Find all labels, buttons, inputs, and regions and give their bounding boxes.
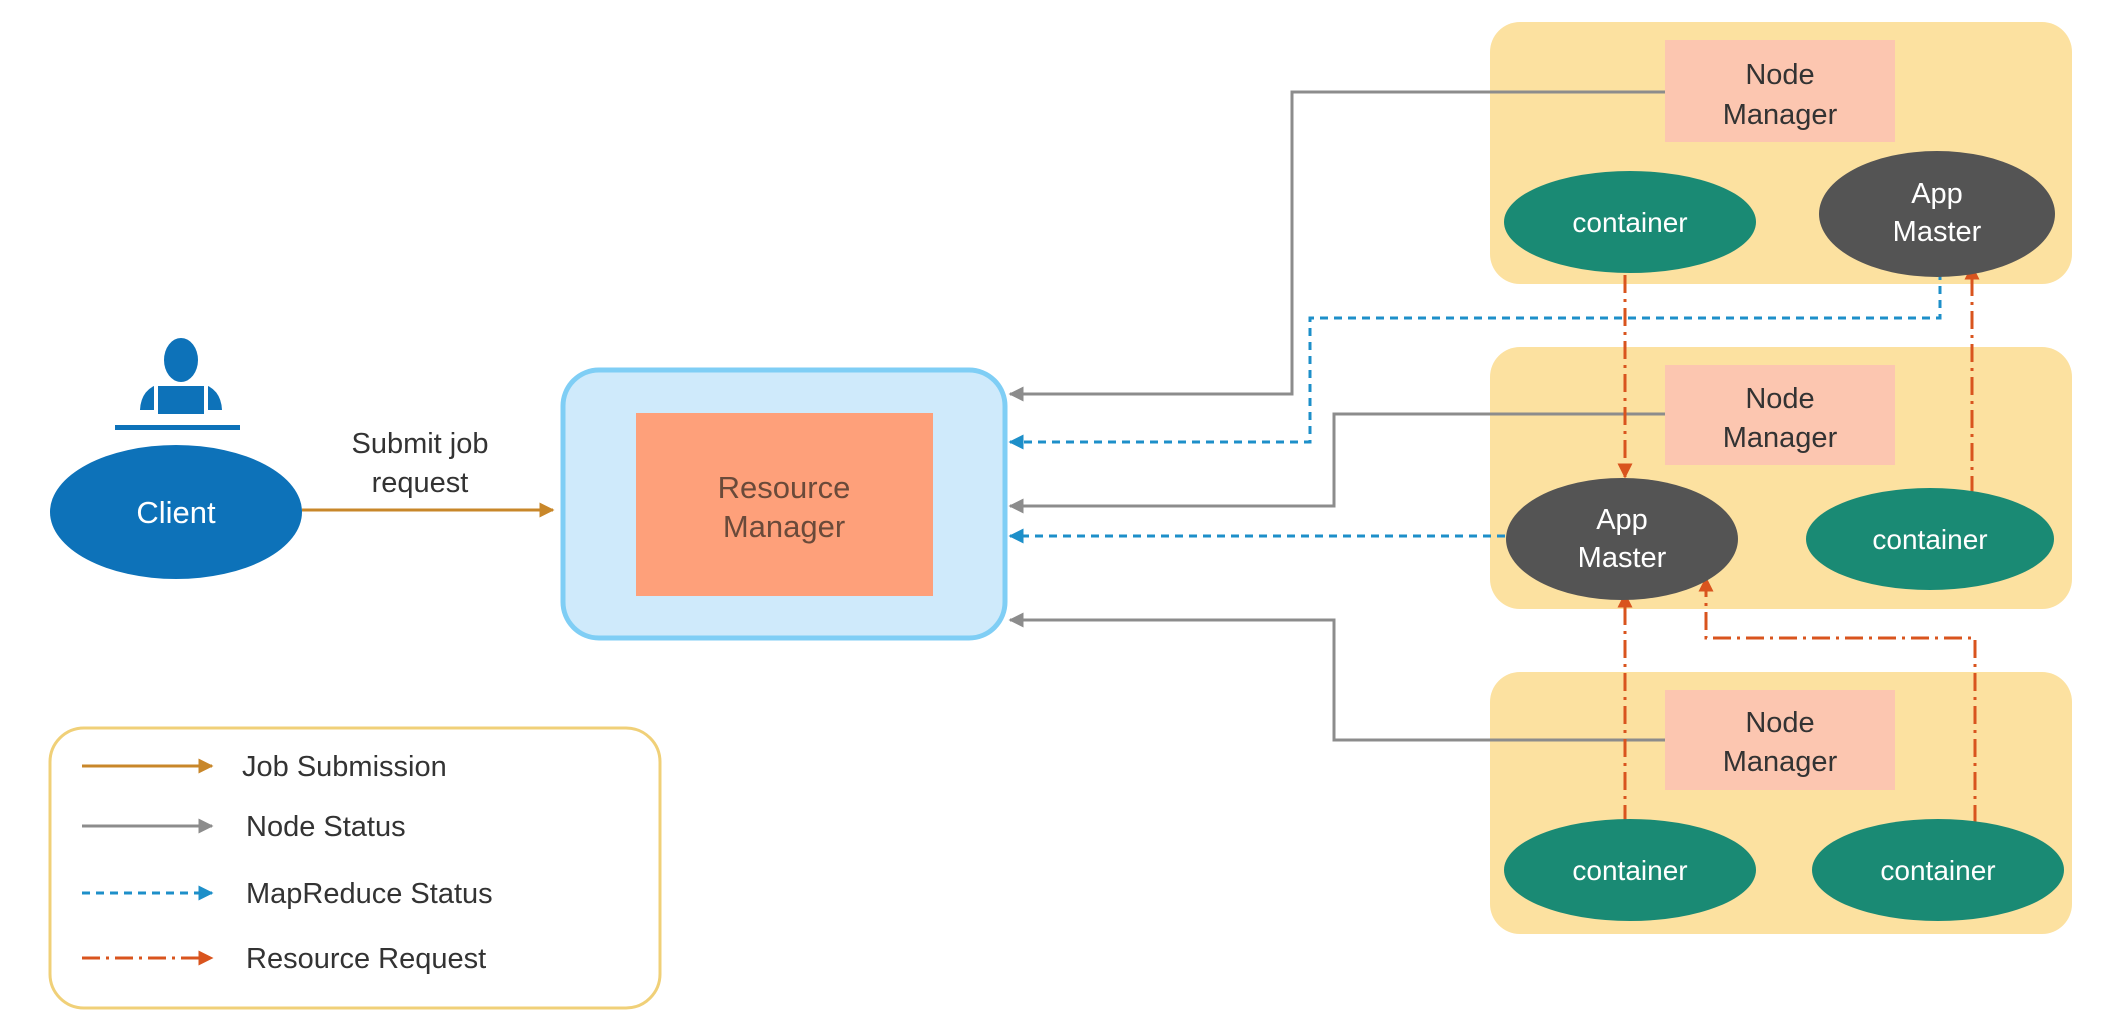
- container-node: [1812, 819, 2064, 921]
- app-master-node: [1819, 151, 2055, 277]
- container-node: [1806, 488, 2054, 590]
- app-master-label: Master: [1893, 216, 1982, 248]
- node-manager-label: Manager: [1723, 422, 1838, 454]
- legend-label-resource-request: Resource Request: [246, 943, 486, 975]
- app-master-node: [1506, 478, 1738, 600]
- submit-job-label: request: [372, 467, 469, 499]
- node-manager-label: Node: [1745, 707, 1814, 739]
- user-icon: [115, 338, 240, 430]
- container-label: container: [1572, 855, 1687, 886]
- app-master-label: Master: [1578, 542, 1667, 574]
- client-node: [50, 445, 302, 579]
- mapreduce-status-line-1: [1008, 272, 1942, 450]
- container-label: container: [1880, 855, 1995, 886]
- node-status-line-3: [1008, 612, 1665, 742]
- legend-label-node-status: Node Status: [246, 811, 406, 843]
- node-manager-box: [1665, 40, 1895, 142]
- node-status-line-1: [1008, 90, 1665, 402]
- resource-request-line-4: [1698, 576, 1977, 823]
- node-manager-label: Manager: [1723, 99, 1838, 131]
- container-label: container: [1872, 524, 1987, 555]
- legend-label-job-submission: Job Submission: [242, 751, 447, 783]
- resource-manager-label: Manager: [723, 509, 845, 544]
- resource-manager-box: [636, 413, 933, 596]
- container-label: container: [1572, 207, 1687, 238]
- node-manager-label: Manager: [1723, 746, 1838, 778]
- node-status-line-2: [1008, 412, 1665, 514]
- container-node: [1504, 171, 1756, 273]
- node-manager-label: Node: [1745, 383, 1814, 415]
- container-node: [1504, 819, 1756, 921]
- app-master-label: App: [1596, 504, 1648, 536]
- node-manager-box: [1665, 365, 1895, 465]
- resource-manager-label: Resource: [718, 470, 851, 505]
- app-master-label: App: [1911, 178, 1963, 210]
- node-manager-box: [1665, 690, 1895, 790]
- node-manager-label: Node: [1745, 59, 1814, 91]
- legend-box: [48, 726, 662, 1010]
- legend-label-mapreduce-status: MapReduce Status: [246, 878, 493, 910]
- submit-job-label: Submit job: [351, 428, 488, 460]
- client-label: Client: [136, 495, 216, 530]
